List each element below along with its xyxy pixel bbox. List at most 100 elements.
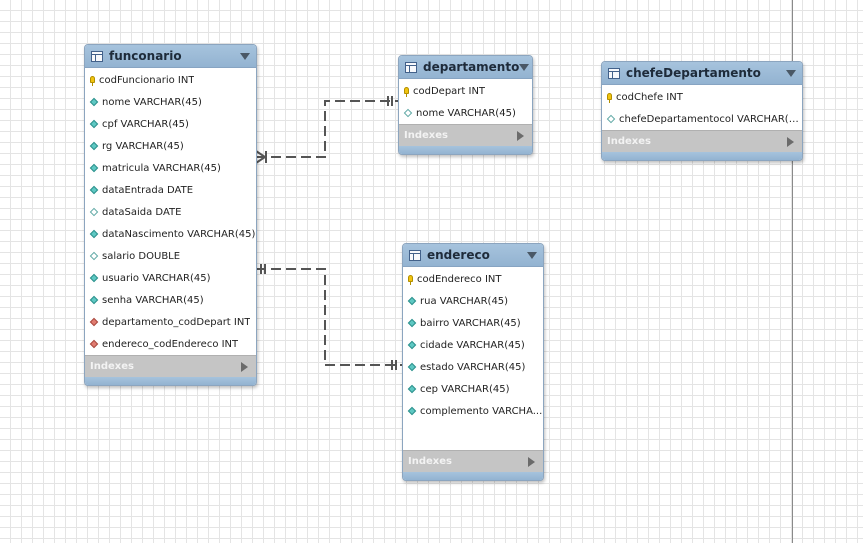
column-label: chefeDepartamentocol VARCHAR(45) [619, 114, 802, 125]
nullable-column-icon [404, 109, 412, 117]
column-row[interactable]: dataEntrada DATE [85, 179, 256, 201]
column-label: senha VARCHAR(45) [102, 295, 204, 306]
table-icon [409, 250, 421, 261]
table-chefeDepartamento[interactable]: chefeDepartamento codChefe INT chefeDepar… [601, 61, 803, 161]
not-null-column-icon [90, 274, 98, 282]
table-footer [602, 152, 802, 160]
table-icon [405, 62, 417, 73]
column-label: rg VARCHAR(45) [102, 141, 184, 152]
column-label: cep VARCHAR(45) [420, 384, 510, 395]
column-list: codFuncionario INT nome VARCHAR(45) cpf VA… [85, 68, 256, 355]
column-row[interactable]: rg VARCHAR(45) [85, 135, 256, 157]
column-label: cidade VARCHAR(45) [420, 340, 525, 351]
column-label: departamento_codDepart INT [102, 317, 250, 328]
column-row[interactable]: dataSaida DATE [85, 201, 256, 223]
column-label: dataEntrada DATE [102, 185, 193, 196]
table-header[interactable]: endereco [403, 244, 543, 267]
column-list: codEndereco INT rua VARCHAR(45) bairro VAR… [403, 267, 543, 422]
column-label: codFuncionario INT [99, 75, 194, 86]
column-label: bairro VARCHAR(45) [420, 318, 521, 329]
table-title: chefeDepartamento [626, 66, 786, 80]
expand-arrow-icon[interactable] [241, 362, 248, 372]
not-null-column-icon [90, 120, 98, 128]
column-label: estado VARCHAR(45) [420, 362, 525, 373]
table-funconario[interactable]: funconario codFuncionario INT nome VARCHA… [84, 44, 257, 386]
column-row[interactable]: codFuncionario INT [85, 69, 256, 91]
table-icon [608, 68, 620, 79]
column-row[interactable]: senha VARCHAR(45) [85, 289, 256, 311]
indexes-section[interactable]: Indexes [399, 124, 532, 146]
column-row[interactable]: codEndereco INT [403, 268, 543, 290]
column-row[interactable]: complemento VARCHA... [403, 400, 543, 422]
column-row[interactable]: chefeDepartamentocol VARCHAR(45) [602, 108, 802, 130]
table-header[interactable]: chefeDepartamento [602, 62, 802, 85]
column-label: nome VARCHAR(45) [416, 108, 516, 119]
column-label: dataSaida DATE [102, 207, 181, 218]
table-title: departamento [423, 60, 519, 74]
indexes-section[interactable]: Indexes [85, 355, 256, 377]
nullable-column-icon [90, 252, 98, 260]
column-label: salario DOUBLE [102, 251, 180, 262]
primary-key-icon [607, 93, 612, 100]
column-row[interactable]: cidade VARCHAR(45) [403, 334, 543, 356]
table-header[interactable]: departamento [399, 56, 532, 79]
relationship-funconario-departamento [256, 101, 398, 157]
not-null-column-icon [90, 142, 98, 150]
expand-arrow-icon[interactable] [528, 457, 535, 467]
column-row[interactable]: endereco_codEndereco INT [85, 333, 256, 355]
table-departamento[interactable]: departamento codDepart INT nome VARCHAR(4… [398, 55, 533, 155]
table-title: endereco [427, 248, 527, 262]
column-row[interactable]: codDepart INT [399, 80, 532, 102]
relationship-funconario-endereco [256, 269, 402, 365]
primary-key-icon [90, 76, 95, 83]
not-null-column-icon [408, 363, 416, 371]
column-row[interactable]: usuario VARCHAR(45) [85, 267, 256, 289]
indexes-section[interactable]: Indexes [602, 130, 802, 152]
expand-arrow-icon[interactable] [787, 137, 794, 147]
nullable-column-icon [607, 115, 615, 123]
collapse-arrow-icon[interactable] [786, 70, 796, 77]
column-label: usuario VARCHAR(45) [102, 273, 211, 284]
column-label: codDepart INT [413, 86, 485, 97]
table-header[interactable]: funconario [85, 45, 256, 68]
foreign-key-icon [90, 318, 98, 326]
column-list-empty-space [403, 422, 543, 450]
indexes-section[interactable]: Indexes [403, 450, 543, 472]
collapse-arrow-icon[interactable] [240, 53, 250, 60]
column-row[interactable]: cep VARCHAR(45) [403, 378, 543, 400]
column-row[interactable]: bairro VARCHAR(45) [403, 312, 543, 334]
table-endereco[interactable]: endereco codEndereco INT rua VARCHAR(45) b… [402, 243, 544, 481]
expand-arrow-icon[interactable] [517, 131, 524, 141]
primary-key-icon [408, 275, 413, 282]
indexes-label: Indexes [90, 361, 241, 372]
not-null-column-icon [408, 319, 416, 327]
indexes-label: Indexes [408, 456, 528, 467]
collapse-arrow-icon[interactable] [527, 252, 537, 259]
column-row[interactable]: rua VARCHAR(45) [403, 290, 543, 312]
column-row[interactable]: dataNascimento VARCHAR(45) [85, 223, 256, 245]
not-null-column-icon [90, 164, 98, 172]
not-null-column-icon [408, 341, 416, 349]
column-row[interactable]: departamento_codDepart INT [85, 311, 256, 333]
column-row[interactable]: codChefe INT [602, 86, 802, 108]
table-icon [91, 51, 103, 62]
column-row[interactable]: nome VARCHAR(45) [85, 91, 256, 113]
column-label: complemento VARCHA... [420, 406, 542, 417]
not-null-column-icon [408, 385, 416, 393]
column-label: rua VARCHAR(45) [420, 296, 508, 307]
not-null-column-icon [408, 297, 416, 305]
column-label: nome VARCHAR(45) [102, 97, 202, 108]
column-row[interactable]: cpf VARCHAR(45) [85, 113, 256, 135]
column-row[interactable]: nome VARCHAR(45) [399, 102, 532, 124]
column-row[interactable]: matricula VARCHAR(45) [85, 157, 256, 179]
primary-key-icon [404, 87, 409, 94]
not-null-column-icon [90, 296, 98, 304]
foreign-key-icon [90, 340, 98, 348]
collapse-arrow-icon[interactable] [519, 64, 529, 71]
not-null-column-icon [90, 186, 98, 194]
column-row[interactable]: estado VARCHAR(45) [403, 356, 543, 378]
table-title: funconario [109, 49, 240, 63]
column-row[interactable]: salario DOUBLE [85, 245, 256, 267]
column-list: codChefe INT chefeDepartamentocol VARCHAR… [602, 85, 802, 130]
